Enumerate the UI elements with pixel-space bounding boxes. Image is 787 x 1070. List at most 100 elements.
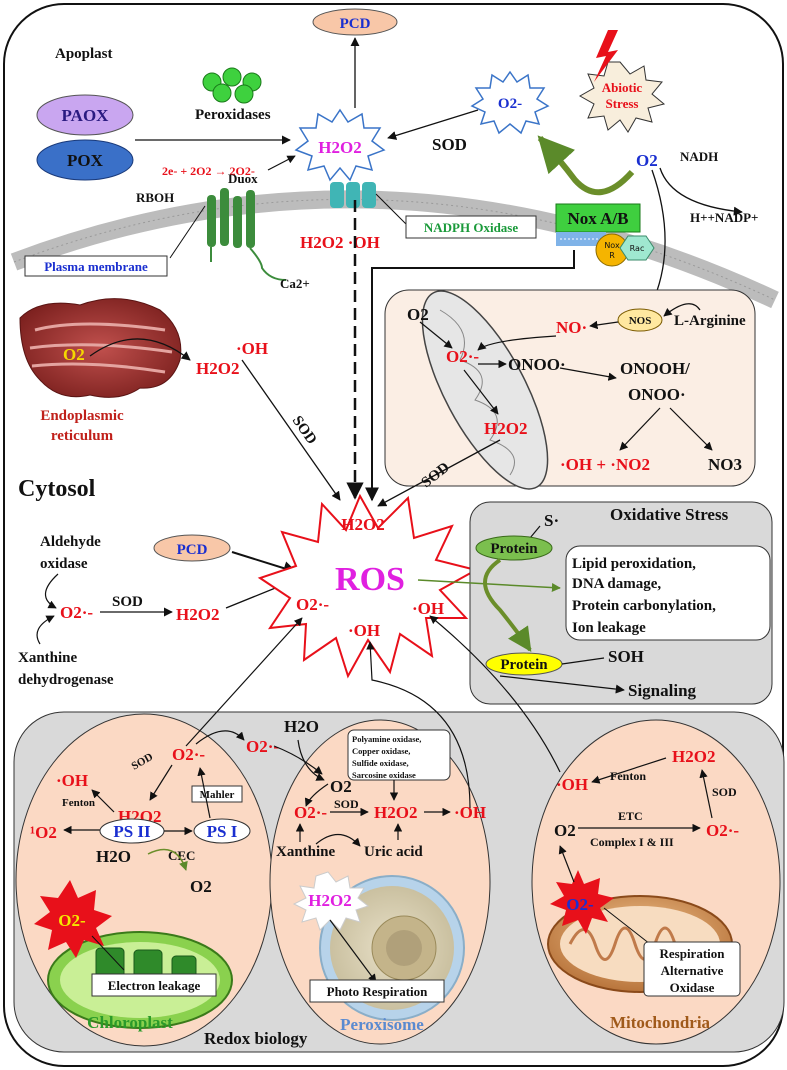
per-o2r-top: O2·- [246,737,279,756]
rboh-reaction: 2e- + 2O2 → 2O2- [162,164,255,178]
ox-signaling: Signaling [628,681,697,700]
apoplast-o2: O2 [636,151,658,170]
nos-label: NOS [629,315,652,327]
per-burst: H2O2 [308,891,351,910]
chl-singlet: ¹O2 [30,823,57,842]
nox-r-l2: R [609,251,615,260]
peroxisome-label: Peroxisome [340,1015,424,1034]
mitochondrion-cross-section [421,290,549,490]
cyto-sod: SOD [112,594,143,610]
l-arginine-label: L-Arginine [674,313,746,329]
ox-effect-0: Lipid peroxidation, [572,556,696,572]
mito-oh-no2: ·OH + ·NO2 [560,455,650,474]
mit-resp-1: Alternative [661,963,724,978]
ox-protein: Protein [490,541,538,557]
cyto-h2o2: H2O2 [176,605,219,624]
per-xanthine: Xanthine [276,844,336,860]
nox-ab-box [555,203,641,233]
mit-o2: O2 [554,821,576,840]
ox-protein2: Protein [500,657,548,673]
mito-no: NO· [556,318,587,337]
mito-onoo: ONOO· [508,355,566,374]
pcd-top-label: PCD [340,16,371,32]
per-o2r: O2·- [294,803,327,822]
abiotic-line1: Abiotic [602,80,643,95]
apoplast-label: Apoplast [55,46,113,62]
cytosol-label: Cytosol [18,476,96,502]
per-h2o: H2O [284,717,319,736]
xanthine-dh-l1: Xanthine [18,650,78,666]
per-enzyme-0: Polyamine oxidase, [352,734,421,744]
nadph-oxidase-channel [330,182,376,208]
rboh-label: RBOH [136,190,174,205]
lightning-icon [594,30,618,82]
per-enzyme-1: Copper oxidase, [352,746,410,756]
per-o2: O2 [330,777,352,796]
aldehyde-l2: oxidase [40,556,88,572]
er-o2: O2 [63,345,85,364]
plasma-membrane-label: Plasma membrane [44,259,148,274]
nox-to-o2-arrow [537,135,635,196]
apoplast-o2-radical: O2- [498,96,522,112]
paox-ellipse [36,94,134,136]
ros-h2o2: H2O2 [341,515,384,534]
chl-cec: CEC [168,848,195,863]
chl-mahler: Mahler [200,789,235,801]
apoplast-h2o2-star [294,108,386,182]
chl-psi: PS I [207,822,238,841]
er-label-2: reticulum [51,428,114,444]
mito-o2-radical: O2·- [446,347,479,366]
per-enzyme-2: Sulfide oxidase, [352,758,409,768]
ox-soh: SOH [608,647,644,666]
ros-oh-bottom: ·OH [348,621,380,640]
mit-sod: SOD [712,785,737,799]
mito-h2o2: H2O2 [484,419,527,438]
chl-fenton: Fenton [62,797,95,809]
mit-complex: Complex I & III [590,835,674,849]
mit-etc: ETC [618,809,643,823]
ros-burst [257,493,479,679]
redox-label: Redox biology [204,1029,308,1048]
chl-o2r: O2·- [172,745,205,764]
rac-hexagon [619,235,655,261]
xanthine-dh-l2: dehydrogenase [18,672,114,688]
per-photo: Photo Respiration [327,984,429,999]
abiotic-line2: Stress [606,96,639,111]
apoplast-h2o2: H2O2 [318,138,361,157]
pox-ellipse [36,139,134,181]
ros-oh-right: ·OH [412,599,444,618]
mit-resp-2: Oxidase [670,980,715,995]
pcd-top-ellipse [312,8,398,36]
chl-oh: ·OH [56,771,88,790]
rboh-protein-icon [207,188,287,281]
per-h2o2-burst [292,871,370,931]
mito-onoo2: ONOO· [628,385,686,404]
abiotic-stress-burst [578,61,666,133]
per-oh: ·OH [454,803,486,822]
nox-ab-label: Nox A/B [568,209,629,228]
ox-s-radical: S· [544,511,559,530]
apoplast-o2-star [470,70,550,135]
mit-o2r: O2·- [706,821,739,840]
mito-no3: NO3 [708,455,742,474]
mito-onooh: ONOOH/ [620,359,690,378]
paox-label: PAOX [62,106,110,125]
mit-fenton: Fenton [610,769,646,783]
duox-label: Duox [228,171,258,186]
per-enzyme-3: Sarcosine oxidase [352,770,416,780]
nadph-oxidase-label: NADPH Oxidase [424,220,518,235]
cyto-pcd: PCD [177,542,208,558]
aldehyde-l1: Aldehyde [40,534,101,550]
er-h2o2: H2O2 [196,359,239,378]
chl-o2-burst [34,880,112,958]
chloroplast-label: Chloroplast [87,1013,173,1032]
per-h2o2: H2O2 [374,803,417,822]
nadp-label: H++NADP+ [690,210,758,225]
chl-burst: O2- [58,911,86,930]
ox-title: Oxidative Stress [610,505,729,524]
ros-o2-radical: O2·- [296,595,329,614]
er-label-1: Endoplasmic [40,408,124,424]
mit-resp-0: Respiration [660,946,726,961]
rac-label: Rac [630,244,645,253]
